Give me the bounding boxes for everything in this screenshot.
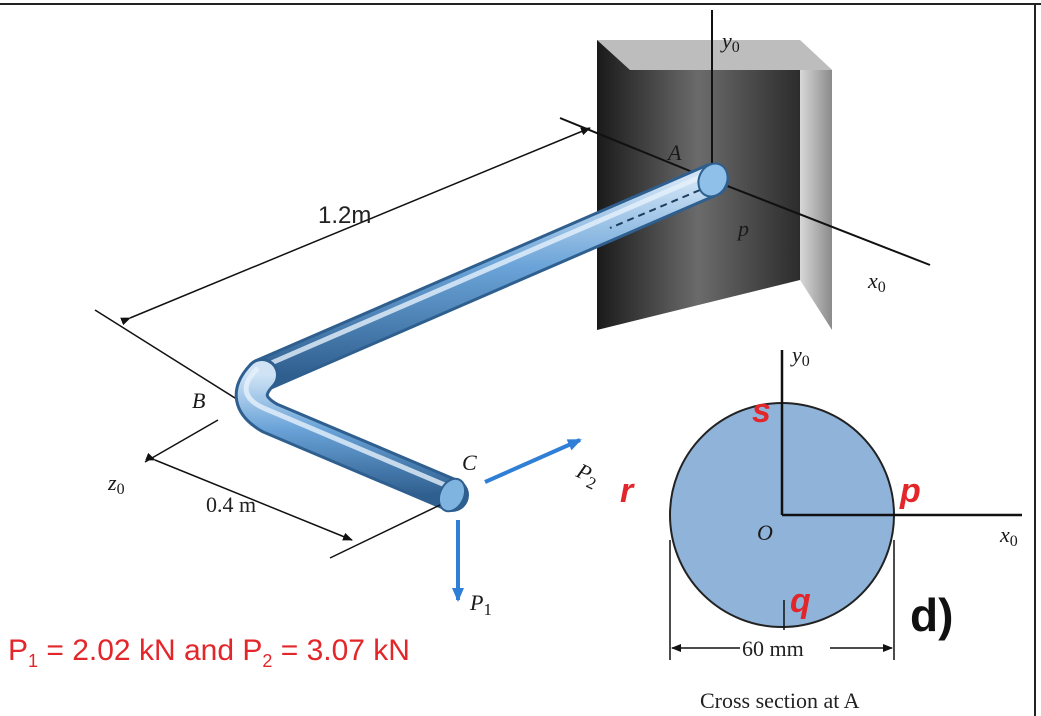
cs-label-r: r xyxy=(620,472,635,510)
dim-extension-c xyxy=(329,504,441,559)
label-point-b: B xyxy=(192,388,205,413)
label-point-p-top: p xyxy=(736,216,749,241)
pipe-segment-ab xyxy=(245,163,729,392)
cs-label-diameter: 60 mm xyxy=(742,636,804,661)
label-point-c: C xyxy=(462,450,477,475)
label-length-bc: 0.4 m xyxy=(206,492,256,517)
cs-label-p: p xyxy=(899,472,921,510)
pipe-segment-bc xyxy=(234,162,729,513)
label-x0-axis: x0 xyxy=(867,268,886,296)
dim-line-ab xyxy=(120,127,591,326)
label-point-a: A xyxy=(666,140,682,165)
label-z0-axis: z0 xyxy=(107,470,125,498)
label-force-p1: P1 xyxy=(469,590,492,619)
dim-extension-b2 xyxy=(144,419,219,463)
cross-section xyxy=(669,350,1022,660)
given-loads-text: P1 = 2.02 kN and P2 = 3.07 kN xyxy=(8,634,410,671)
label-y0-axis: y0 xyxy=(720,28,740,56)
cs-label-x0: x0 xyxy=(999,522,1018,550)
cs-label-y0: y0 xyxy=(790,342,810,370)
label-length-ab: 1.2m xyxy=(318,202,371,229)
label-force-p2: P2 xyxy=(570,457,603,493)
x0-axis xyxy=(711,179,931,266)
panel-tag: d) xyxy=(910,589,954,641)
dim-line-bc xyxy=(145,452,353,541)
cs-label-q: q xyxy=(790,582,811,620)
force-p2-arrow xyxy=(484,438,582,484)
cs-label-center-o: O xyxy=(757,520,773,545)
cs-caption: Cross section at A xyxy=(700,688,860,713)
cs-label-s: s xyxy=(752,392,771,430)
